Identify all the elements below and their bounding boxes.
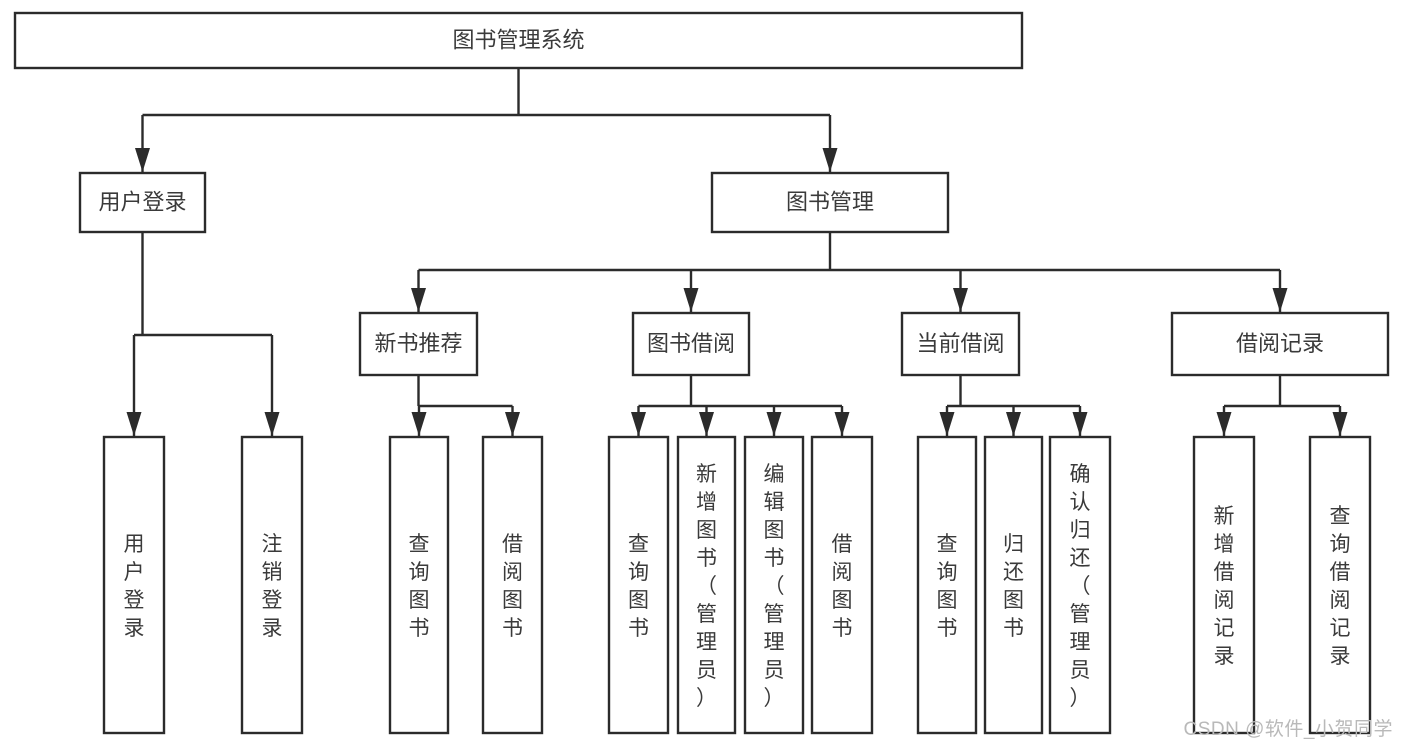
node-book-borrow-label: 图书借阅 xyxy=(647,331,735,356)
arrow-head-icon xyxy=(699,412,714,436)
node-leaf-return-book-label: 归还图书 xyxy=(1003,533,1024,640)
node-root-system-box[interactable] xyxy=(13,11,1024,70)
arrow-head-icon xyxy=(1332,412,1348,436)
node-leaf-borrow-book-2[interactable]: 借阅图书 xyxy=(810,435,874,735)
node-leaf-query-book-1[interactable]: 查询图书 xyxy=(388,435,450,735)
node-user-login-label: 用户登录 xyxy=(98,189,186,214)
node-leaf-borrow-book-2-label: 借阅图书 xyxy=(832,533,853,640)
node-leaf-query-borrow-record-label: 查询借阅记录 xyxy=(1330,505,1351,668)
node-new-book-recommend[interactable]: 新书推荐 xyxy=(358,311,479,377)
arrow-head-icon xyxy=(766,412,782,436)
node-leaf-edit-book-admin-box[interactable] xyxy=(743,435,805,735)
node-root-system-label: 图书管理系统 xyxy=(452,27,584,52)
nodes-layer: 图书管理系统用户登录图书管理新书推荐图书借阅当前借阅借阅记录用户登录注销登录查询… xyxy=(13,11,1390,735)
node-leaf-add-borrow-record-box[interactable] xyxy=(1192,435,1256,735)
arrow-head-icon xyxy=(411,412,427,436)
node-leaf-query-book-2-label: 查询图书 xyxy=(628,533,649,640)
node-borrow-record-box[interactable] xyxy=(1170,311,1390,377)
node-leaf-query-borrow-record[interactable]: 查询借阅记录 xyxy=(1308,435,1372,735)
node-leaf-confirm-return-admin[interactable]: 确认归还（管理员） xyxy=(1048,435,1112,735)
arrow-head-icon xyxy=(126,412,142,436)
arrow-head-icon xyxy=(135,148,150,172)
node-leaf-user-login[interactable]: 用户登录 xyxy=(102,435,166,735)
arrow-head-icon xyxy=(1216,412,1232,436)
node-leaf-add-borrow-record-label: 新增借阅记录 xyxy=(1214,505,1235,668)
node-current-borrow-box[interactable] xyxy=(900,311,1021,377)
node-book-management[interactable]: 图书管理 xyxy=(710,171,950,234)
node-leaf-add-book-admin-box[interactable] xyxy=(676,435,737,735)
node-leaf-add-borrow-record[interactable]: 新增借阅记录 xyxy=(1192,435,1256,735)
node-leaf-confirm-return-admin-label: 确认归还（管理员） xyxy=(1070,463,1091,710)
node-root-system[interactable]: 图书管理系统 xyxy=(13,11,1024,70)
arrow-head-icon xyxy=(264,412,280,436)
arrow-head-icon xyxy=(953,288,968,312)
node-leaf-query-book-3-label: 查询图书 xyxy=(937,533,958,640)
node-book-borrow-box[interactable] xyxy=(631,311,751,377)
node-borrow-record[interactable]: 借阅记录 xyxy=(1170,311,1390,377)
node-leaf-query-book-2-box[interactable] xyxy=(607,435,670,735)
node-current-borrow-label: 当前借阅 xyxy=(916,331,1004,356)
arrow-head-icon xyxy=(411,288,426,312)
node-leaf-borrow-book-1-label: 借阅图书 xyxy=(502,533,523,640)
node-user-login-box[interactable] xyxy=(78,171,207,234)
node-leaf-user-login-box[interactable] xyxy=(102,435,166,735)
arrow-head-icon xyxy=(939,412,955,436)
node-borrow-record-label: 借阅记录 xyxy=(1236,331,1324,356)
node-leaf-borrow-book-1[interactable]: 借阅图书 xyxy=(481,435,544,735)
arrow-head-icon xyxy=(1006,412,1021,436)
node-leaf-return-book-box[interactable] xyxy=(983,435,1044,735)
node-leaf-edit-book-admin[interactable]: 编辑图书（管理员） xyxy=(743,435,805,735)
node-user-login[interactable]: 用户登录 xyxy=(78,171,207,234)
node-leaf-logout-login[interactable]: 注销登录 xyxy=(240,435,304,735)
node-leaf-query-book-1-box[interactable] xyxy=(388,435,450,735)
node-leaf-query-borrow-record-box[interactable] xyxy=(1308,435,1372,735)
node-leaf-confirm-return-admin-box[interactable] xyxy=(1048,435,1112,735)
node-current-borrow[interactable]: 当前借阅 xyxy=(900,311,1021,377)
arrow-head-icon xyxy=(822,148,838,172)
node-leaf-borrow-book-2-box[interactable] xyxy=(810,435,874,735)
arrow-head-icon xyxy=(834,412,850,436)
node-leaf-borrow-book-1-box[interactable] xyxy=(481,435,544,735)
node-leaf-add-book-admin[interactable]: 新增图书（管理员） xyxy=(676,435,737,735)
node-leaf-query-book-2[interactable]: 查询图书 xyxy=(607,435,670,735)
arrow-head-icon xyxy=(683,288,699,312)
arrow-head-icon xyxy=(1072,412,1088,436)
node-new-book-recommend-label: 新书推荐 xyxy=(374,331,462,356)
connectors-layer xyxy=(126,68,1348,436)
node-leaf-query-book-3-box[interactable] xyxy=(916,435,978,735)
node-leaf-edit-book-admin-label: 编辑图书（管理员） xyxy=(764,463,785,710)
arrow-head-icon xyxy=(1272,288,1288,312)
node-leaf-user-login-label: 用户登录 xyxy=(124,533,145,640)
arrow-head-icon xyxy=(631,412,646,436)
node-leaf-logout-login-box[interactable] xyxy=(240,435,304,735)
node-book-borrow[interactable]: 图书借阅 xyxy=(631,311,751,377)
node-leaf-add-book-admin-label: 新增图书（管理员） xyxy=(696,463,717,710)
node-book-management-box[interactable] xyxy=(710,171,950,234)
node-book-management-label: 图书管理 xyxy=(786,189,874,214)
node-leaf-query-book-3[interactable]: 查询图书 xyxy=(916,435,978,735)
node-leaf-logout-login-label: 注销登录 xyxy=(262,533,283,640)
node-new-book-recommend-box[interactable] xyxy=(358,311,479,377)
node-leaf-return-book[interactable]: 归还图书 xyxy=(983,435,1044,735)
node-leaf-query-book-1-label: 查询图书 xyxy=(409,533,430,640)
arrow-head-icon xyxy=(505,412,520,436)
